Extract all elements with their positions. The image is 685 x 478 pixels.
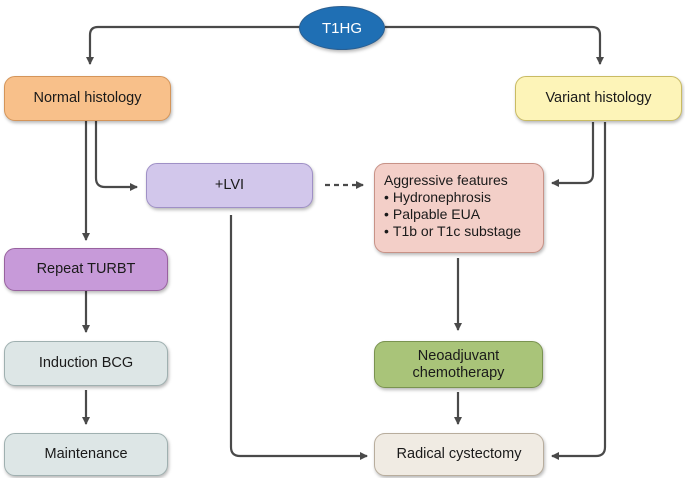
arrow-lvi-to-radical — [229, 215, 368, 460]
node-t1hg: T1HG — [299, 6, 385, 50]
node-neoadjuvant-line-2: chemotherapy — [412, 364, 505, 381]
aggressive-bullet-item: •Hydronephrosis — [384, 189, 534, 206]
node-t1hg-label: T1HG — [321, 19, 362, 37]
node-aggressive-features: Aggressive features •Hydronephrosis •Pal… — [374, 163, 544, 253]
node-neoadjuvant-label: Neoadjuvant chemotherapy — [413, 348, 505, 382]
aggressive-bullet-item: •Palpable EUA — [384, 206, 534, 223]
node-normal-histology: Normal histology — [4, 76, 171, 121]
node-lvi-label: +LVI — [214, 177, 245, 193]
node-radical-cystectomy: Radical cystectomy — [374, 433, 544, 476]
node-variant-histology: Variant histology — [515, 76, 682, 121]
aggressive-bullet-text: Palpable EUA — [392, 206, 481, 222]
arrow-root-to-variant — [385, 25, 604, 65]
node-neoadjuvant-line-1: Neoadjuvant — [417, 347, 500, 364]
aggressive-bullet-item: •T1b or T1c substage — [384, 223, 534, 240]
node-maintenance: Maintenance — [4, 433, 168, 476]
node-neoadjuvant-chemotherapy: Neoadjuvant chemotherapy — [374, 341, 543, 388]
aggressive-features-title: Aggressive features — [384, 172, 508, 188]
node-repeat-turbt-label: Repeat TURBT — [36, 261, 136, 277]
node-normal-histology-label: Normal histology — [33, 90, 142, 106]
bullet-icon: • — [384, 189, 389, 205]
node-repeat-turbt: Repeat TURBT — [4, 248, 168, 291]
aggressive-bullet-text: T1b or T1c substage — [392, 223, 522, 239]
node-lvi: +LVI — [146, 163, 313, 208]
bullet-icon: • — [384, 206, 389, 222]
arrow-variant-to-radical — [551, 122, 607, 460]
node-radical-cystectomy-label: Radical cystectomy — [396, 446, 522, 462]
node-maintenance-label: Maintenance — [44, 446, 128, 462]
node-induction-bcg-label: Induction BCG — [38, 355, 134, 371]
bullet-icon: • — [384, 223, 389, 239]
arrow-root-to-normal — [86, 25, 300, 65]
arrow-normal-to-lvi — [94, 121, 138, 191]
arrow-variant-to-aggressive — [551, 122, 595, 187]
node-induction-bcg: Induction BCG — [4, 341, 168, 386]
aggressive-bullet-text: Hydronephrosis — [392, 189, 491, 205]
node-variant-histology-label: Variant histology — [545, 90, 652, 106]
